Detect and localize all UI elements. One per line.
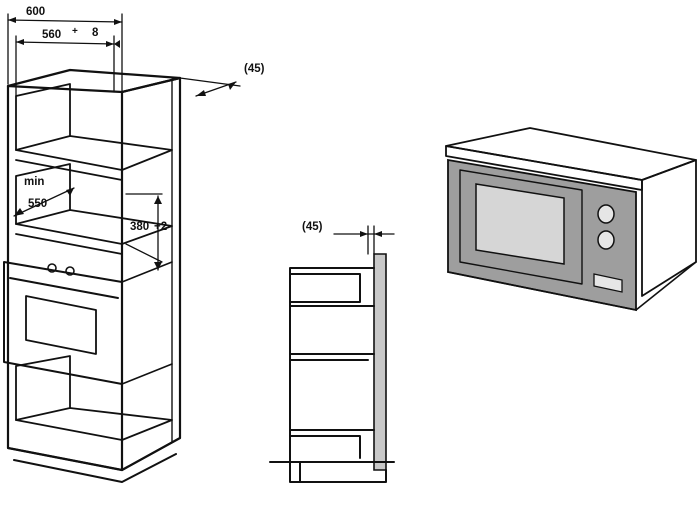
dimension-labels-left: 600 560 + 8 (45) min 550 380 +2 xyxy=(24,6,265,233)
tall-cabinet-drawing xyxy=(3,68,182,483)
label-560: 560 xyxy=(42,29,61,41)
microwave-knob-upper xyxy=(597,204,615,224)
microwave-display xyxy=(593,273,623,293)
label-550: 550 xyxy=(28,198,47,210)
dimension-lines-left xyxy=(7,13,241,271)
wall-panel xyxy=(373,253,387,471)
label-380-plus2: +2 xyxy=(154,221,167,233)
label-min: min xyxy=(24,176,44,188)
microwave-window xyxy=(475,183,565,265)
label-600: 600 xyxy=(26,6,45,18)
side-section-drawing xyxy=(269,225,395,483)
label-offset-45-side: (45) xyxy=(302,221,323,233)
microwave-knob-lower xyxy=(597,230,615,250)
label-560-plus: + xyxy=(72,26,78,37)
microwave-drawing xyxy=(445,127,697,312)
label-gap-8: 8 xyxy=(92,27,99,39)
label-offset-45-top: (45) xyxy=(244,63,265,75)
label-380: 380 xyxy=(130,221,149,233)
